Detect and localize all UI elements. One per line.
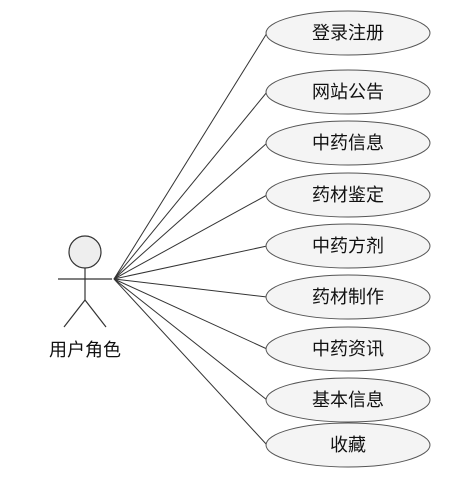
use-case: 中药方剂 bbox=[265, 223, 431, 269]
connector-line bbox=[113, 278, 268, 401]
use-case-label: 收藏 bbox=[330, 435, 366, 456]
use-case-label: 药材制作 bbox=[312, 287, 384, 308]
use-case: 收藏 bbox=[265, 422, 431, 468]
use-case-ellipse bbox=[265, 120, 431, 166]
connector-lines bbox=[113, 32, 268, 446]
use-case-ellipse bbox=[265, 326, 431, 372]
use-case: 药材制作 bbox=[265, 274, 431, 320]
actor-label: 用户角色 bbox=[49, 340, 121, 361]
actor-right-leg bbox=[84, 299, 107, 328]
connector-line bbox=[113, 278, 268, 350]
connector-line bbox=[113, 194, 268, 280]
use-case-label: 基本信息 bbox=[312, 390, 384, 411]
use-case-label: 中药方剂 bbox=[312, 236, 384, 257]
use-case: 中药信息 bbox=[265, 120, 431, 166]
connector-line bbox=[113, 32, 268, 280]
actor-head bbox=[68, 235, 102, 269]
connector-line bbox=[113, 278, 268, 446]
use-case: 药材鉴定 bbox=[265, 172, 431, 218]
use-case-ellipse bbox=[265, 69, 431, 115]
actor-figure: 用户角色 bbox=[49, 235, 121, 361]
use-case-label: 登录注册 bbox=[312, 23, 384, 44]
use-case: 基本信息 bbox=[265, 377, 431, 423]
actor-left-leg bbox=[63, 299, 86, 328]
use-case-ellipse bbox=[265, 274, 431, 320]
use-case-label: 中药信息 bbox=[312, 133, 384, 154]
use-case-label: 药材鉴定 bbox=[312, 185, 384, 206]
use-case: 登录注册 bbox=[265, 10, 431, 56]
use-case-ellipse bbox=[265, 223, 431, 269]
use-case: 网站公告 bbox=[265, 69, 431, 115]
use-case-ellipse bbox=[265, 377, 431, 423]
connector-line bbox=[113, 245, 268, 280]
use-case-label: 网站公告 bbox=[312, 82, 384, 103]
use-case-label: 中药资讯 bbox=[312, 339, 384, 360]
use-case-ellipse bbox=[265, 172, 431, 218]
use-case-ellipse bbox=[265, 422, 431, 468]
use-case-ellipse bbox=[265, 10, 431, 56]
use-case: 中药资讯 bbox=[265, 326, 431, 372]
connector-line bbox=[113, 142, 268, 280]
connector-line bbox=[113, 278, 268, 298]
connector-line bbox=[113, 91, 268, 280]
